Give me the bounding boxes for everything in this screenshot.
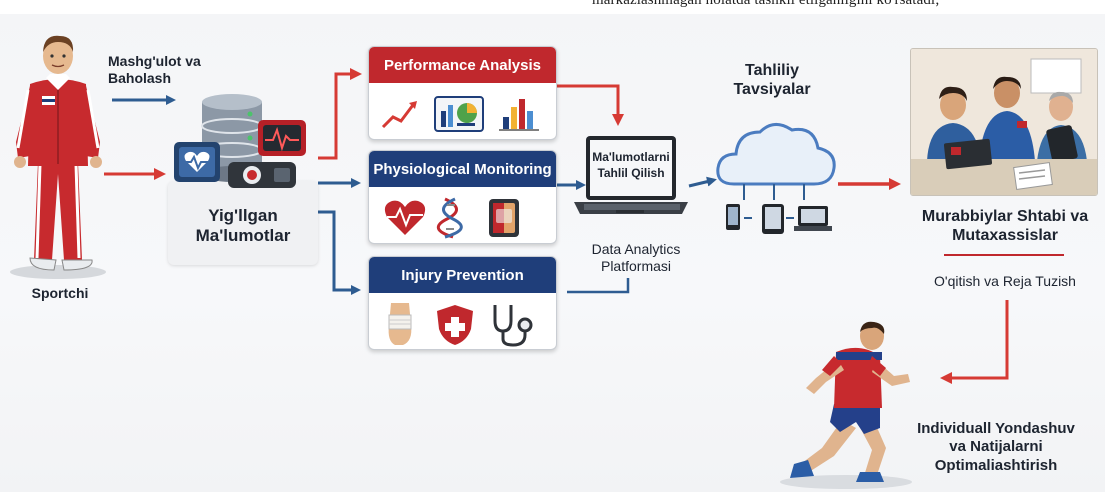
heart-icon xyxy=(384,200,426,235)
injury-prevention-card: Injury Prevention xyxy=(368,256,557,350)
planning-label: O'qitish va Reja Tuzish xyxy=(934,273,1076,289)
cloud-devices-group xyxy=(716,123,836,234)
staff-label: Murabbiylar Shtabi va Mutaxassislar xyxy=(921,208,1089,244)
line-chart-icon xyxy=(381,101,417,129)
collected-data-panel xyxy=(168,181,318,265)
heartbeat-icon xyxy=(258,120,306,156)
laptop-small-icon xyxy=(794,206,832,231)
top-caption: markazlashmagan holatda tashkil etilganl… xyxy=(592,0,940,8)
dna-icon xyxy=(436,197,463,239)
outcome-label: Individuall Yondashuv va Natijalarni Opt… xyxy=(917,420,1075,474)
training-label: Mashg'ulot va Baholash xyxy=(108,53,201,86)
performance-analysis-card: Performance Analysis xyxy=(368,46,557,140)
injury-card-title: Injury Prevention xyxy=(369,257,556,293)
runner-illustration xyxy=(780,321,912,489)
performance-card-title: Performance Analysis xyxy=(369,47,556,83)
top-white-band xyxy=(0,0,1105,14)
laptop-screen-text: Ma'lumotlarni Tahlil Qilish xyxy=(592,150,670,181)
pie-chart-icon xyxy=(434,96,484,132)
arrow-staff-runner xyxy=(940,300,1009,384)
cloud-icon xyxy=(716,123,836,186)
staff-label-divider xyxy=(944,254,1064,256)
arrow-data-injury xyxy=(318,210,361,295)
shield-icon xyxy=(437,305,473,345)
collected-data-label: Yig'llgan Ma'lumotlar xyxy=(195,206,291,246)
cloud-label: Tahliliy Tavsiyalar xyxy=(733,62,811,98)
bandaged-knee-icon xyxy=(388,303,412,345)
athlete-figure xyxy=(10,35,106,279)
phone-icon xyxy=(726,204,740,230)
coaching-staff-illustration xyxy=(910,48,1098,196)
heart-monitor-icon xyxy=(174,142,220,182)
physiological-monitoring-card: Physiological Monitoring xyxy=(368,150,557,244)
tablet-icon xyxy=(762,204,784,234)
camera-tracker-icon xyxy=(228,162,296,188)
injury-icons xyxy=(388,303,533,347)
wearable-device-icon xyxy=(489,199,519,237)
laptop-icon xyxy=(574,136,688,214)
physiological-icons xyxy=(384,197,519,239)
arrow-laptop-cloud xyxy=(688,176,717,188)
data-devices-group xyxy=(174,94,306,188)
arrow-performance-laptop xyxy=(555,84,624,126)
performance-icons xyxy=(381,96,539,132)
platform-label: Data Analytics Platformasi xyxy=(591,241,681,274)
arrow-injury-platform xyxy=(567,278,630,294)
arrow-data-performance xyxy=(318,68,362,160)
physiological-card-title: Physiological Monitoring xyxy=(369,151,556,187)
stethoscope-icon xyxy=(493,305,533,347)
athlete-label: Sportchi xyxy=(31,285,89,301)
bar-chart-icon xyxy=(499,99,539,131)
